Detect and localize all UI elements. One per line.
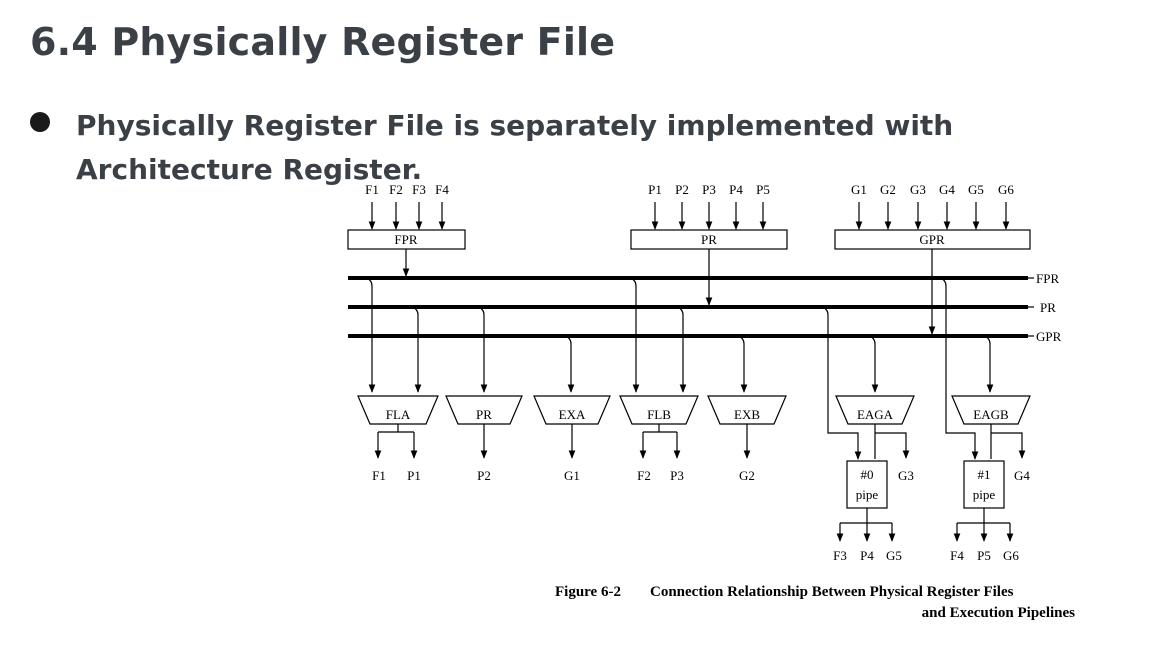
- bus-pr: PR: [348, 300, 1056, 315]
- tap-fpr-fla: [365, 277, 376, 393]
- pipe-0: #0 pipe F3 P4 G5: [833, 460, 902, 563]
- bus-fpr: FPR: [348, 271, 1059, 286]
- tap-pr-fla: [411, 306, 422, 393]
- unit-flb: FLB: [619, 395, 699, 425]
- bullet-dot: [30, 112, 50, 132]
- pipe-output-label: G6: [1003, 548, 1019, 563]
- bus-gpr: GPR: [348, 329, 1062, 344]
- tap-pr-pr: [477, 306, 488, 393]
- pipe-output-label: G5: [886, 548, 902, 563]
- tap-gpr-exb: [737, 335, 748, 393]
- port-label: G5: [968, 182, 984, 197]
- caption-text-1: Connection Relationship Between Physical…: [650, 584, 1014, 600]
- output-label: F2: [637, 468, 651, 483]
- unit-output-labels: F1 P1 P2 G1 F2 P3 G2 G3 G4: [372, 468, 1030, 483]
- unit-fla: FLA: [357, 395, 439, 425]
- slide-title: 6.4 Physically Register File: [30, 20, 616, 64]
- pipe-output-label: F4: [950, 548, 964, 563]
- register-label: FPR: [394, 232, 417, 247]
- unit-shape: [707, 395, 787, 425]
- unit-shape: [951, 395, 1031, 425]
- port-label: P3: [702, 182, 716, 197]
- bus-label: FPR: [1036, 271, 1059, 286]
- caption-label: Figure 6-2: [555, 584, 621, 600]
- caption-line-2: and Execution Pipelines: [921, 605, 1075, 621]
- flb-split: [643, 424, 677, 433]
- bus-label: PR: [1040, 300, 1056, 315]
- unit-eaga: EAGA: [835, 395, 915, 425]
- tap-pr-pipe0: [821, 306, 862, 460]
- output-label: G3: [898, 468, 914, 483]
- tap-gpr-eagb: [983, 335, 994, 393]
- pipe-split: [957, 508, 1010, 524]
- fla-split: [378, 424, 414, 433]
- pipe-box: [846, 460, 888, 509]
- port-label: F3: [412, 182, 426, 197]
- port-label: G6: [998, 182, 1014, 197]
- unit-label: EXA: [559, 407, 586, 422]
- output-label: G1: [564, 468, 580, 483]
- eagb-split: [990, 424, 1022, 459]
- output-label: G4: [1014, 468, 1030, 483]
- port-label: P1: [648, 182, 662, 197]
- pipe-output-label: F3: [833, 548, 847, 563]
- bus-taps: [365, 277, 994, 460]
- pipe-label: pipe: [973, 487, 996, 502]
- port-label: P4: [729, 182, 743, 197]
- register-label: PR: [701, 232, 717, 247]
- pipe-split: [840, 508, 892, 524]
- pipe-label: #1: [978, 467, 991, 482]
- port-label: P5: [756, 182, 770, 197]
- figure-caption: Figure 6-2 Connection Relationship Betwee…: [555, 582, 1075, 624]
- pipe-output-label: P4: [860, 548, 874, 563]
- register-label: GPR: [919, 232, 945, 247]
- unit-shape: [533, 395, 611, 425]
- tap-fpr-flb: [629, 277, 640, 393]
- output-label: F1: [372, 468, 386, 483]
- eaga-split: [874, 424, 906, 459]
- unit-label: EXB: [734, 407, 760, 422]
- unit-exa: EXA: [533, 395, 611, 425]
- tap-gpr-eaga: [868, 335, 879, 393]
- unit-outputs: [374, 424, 1022, 459]
- register-file-gpr: G1 G2 G3 G4 G5 G6 GPR: [834, 182, 1031, 335]
- port-label: F1: [365, 182, 379, 197]
- pipe-label: pipe: [856, 487, 879, 502]
- unit-label: FLA: [386, 407, 411, 422]
- unit-label: FLB: [647, 407, 671, 422]
- output-label: G2: [739, 468, 755, 483]
- port-label: G1: [851, 182, 867, 197]
- unit-shape: [619, 395, 699, 425]
- port-label: F2: [389, 182, 403, 197]
- output-label: P1: [407, 468, 421, 483]
- unit-pr: PR: [445, 395, 523, 425]
- register-file-pr: P1 P2 P3 P4 P5 PR: [630, 182, 788, 306]
- tap-gpr-exa: [564, 335, 575, 393]
- pipe-label: #0: [861, 467, 874, 482]
- unit-eagb: EAGB: [951, 395, 1031, 425]
- unit-label: PR: [476, 407, 492, 422]
- bus-label: GPR: [1036, 329, 1062, 344]
- unit-label: EAGB: [973, 407, 1009, 422]
- unit-exb: EXB: [707, 395, 787, 425]
- output-label: P2: [477, 468, 491, 483]
- port-label: G3: [910, 182, 926, 197]
- tap-pr-flb: [676, 306, 687, 393]
- port-label: G2: [880, 182, 896, 197]
- bullet-text: Physically Register File is separately i…: [76, 109, 954, 186]
- pipe-1: #1 pipe F4 P5 G6: [950, 460, 1019, 563]
- output-label: P3: [670, 468, 684, 483]
- port-label: G4: [939, 182, 955, 197]
- unit-shape: [357, 395, 439, 425]
- unit-label: EAGA: [857, 407, 894, 422]
- port-label: P2: [675, 182, 689, 197]
- tap-fpr-pipe1: [939, 277, 979, 460]
- pipe-output-label: P5: [977, 548, 991, 563]
- unit-shape: [445, 395, 523, 425]
- port-label: F4: [435, 182, 449, 197]
- unit-shape: [835, 395, 915, 425]
- register-file-fpr: F1 F2 F3 F4 FPR: [347, 182, 466, 277]
- caption-line-1: Figure 6-2 Connection Relationship Betwee…: [555, 582, 1075, 603]
